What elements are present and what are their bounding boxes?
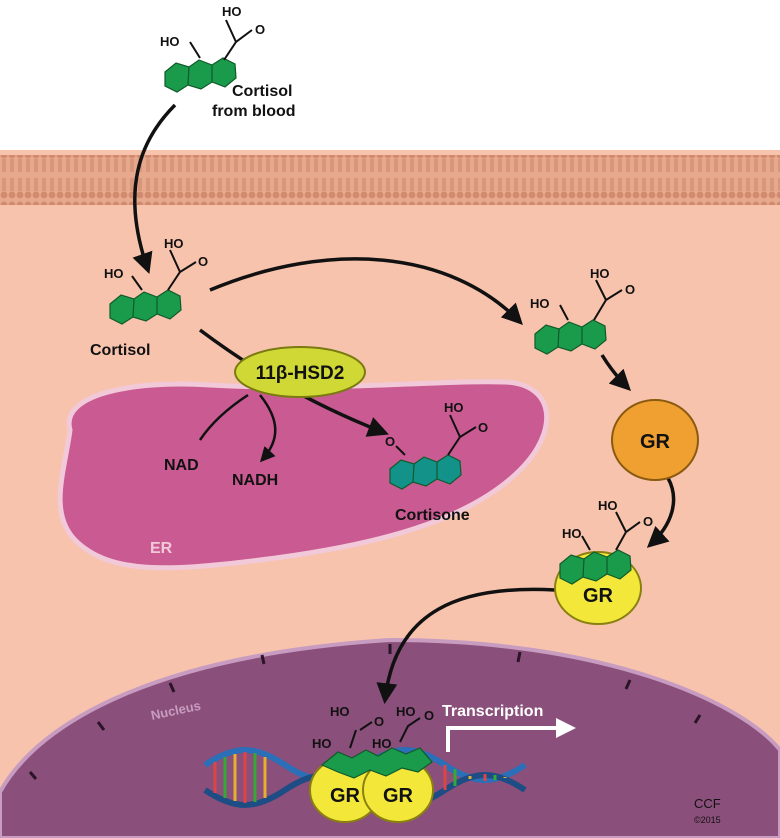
nad-line [198, 393, 249, 441]
nadh-label: NADH [232, 472, 278, 489]
credit-label: CCF [694, 796, 721, 811]
svg-text:HO: HO [444, 400, 464, 415]
nucleus [0, 637, 780, 838]
svg-text:HO: HO [590, 266, 610, 281]
svg-text:HO: HO [598, 498, 618, 513]
pathway-arrows [132, 103, 676, 705]
svg-text:HO: HO [330, 704, 350, 719]
gr-dna-label-2: GR [383, 785, 414, 807]
svg-text:HO: HO [372, 736, 392, 751]
gr-free-label: GR [640, 431, 671, 453]
svg-text:HO: HO [160, 34, 180, 49]
endoplasmic-reticulum [57, 379, 550, 571]
enzyme-label: 11β-HSD2 [256, 363, 345, 384]
svg-text:HO: HO [312, 736, 332, 751]
steroid-molecule-icon: HO HO O [530, 266, 635, 355]
cortisol-label: Cortisol [90, 342, 150, 359]
svg-text:HO: HO [396, 704, 416, 719]
arrow-cortisol-to-free [209, 257, 523, 326]
transcription-arrow [446, 718, 576, 752]
cortisone-label: Cortisone [395, 507, 470, 524]
svg-text:HO: HO [104, 266, 124, 281]
svg-text:HO: HO [530, 296, 550, 311]
cortisol-from-blood-line1: Cortisol [232, 83, 292, 100]
steroid-molecule-icon: HO HO O [104, 236, 208, 325]
svg-text:O: O [424, 708, 434, 723]
cortisol-from-blood-line2: from blood [212, 103, 296, 120]
nuclear-pores [28, 644, 702, 780]
arrow-gr-to-nucleus [376, 587, 556, 705]
svg-text:O: O [255, 22, 265, 37]
steroid-molecule-icon: HO HO O [559, 498, 653, 585]
arrow-cortisol-to-gr [600, 354, 631, 391]
svg-text:O: O [374, 714, 384, 729]
svg-text:O: O [625, 282, 635, 297]
svg-text:O: O [385, 434, 395, 449]
gr-dna-label-1: GR [330, 785, 361, 807]
gr-dimer-on-dna: HO HO O HO HO O GR GR [309, 704, 434, 823]
svg-text:HO: HO [562, 526, 582, 541]
steroid-molecule-icon: O HO O [385, 400, 488, 490]
gr-bound-label: GR [583, 585, 614, 607]
arrow-gr-binding [646, 477, 676, 548]
extracellular-space [0, 0, 780, 150]
enzyme-11b-hsd2 [234, 346, 366, 398]
cell-membrane [0, 155, 780, 205]
arrow-blood-to-cell [132, 103, 177, 274]
glucocorticoid-receptor-free [611, 399, 699, 481]
copyright-label: ©2015 [694, 815, 721, 825]
nad-label: NAD [164, 457, 199, 474]
steroid-molecule-icon: HO HO O [160, 4, 265, 93]
svg-text:O: O [478, 420, 488, 435]
transcription-label: Transcription [442, 703, 543, 720]
er-label: ER [150, 540, 173, 557]
svg-text:O: O [643, 514, 653, 529]
svg-text:HO: HO [164, 236, 184, 251]
svg-text:HO: HO [222, 4, 242, 19]
svg-text:O: O [198, 254, 208, 269]
arrow-nadh [259, 394, 277, 463]
cofactor-arrows [198, 393, 277, 463]
